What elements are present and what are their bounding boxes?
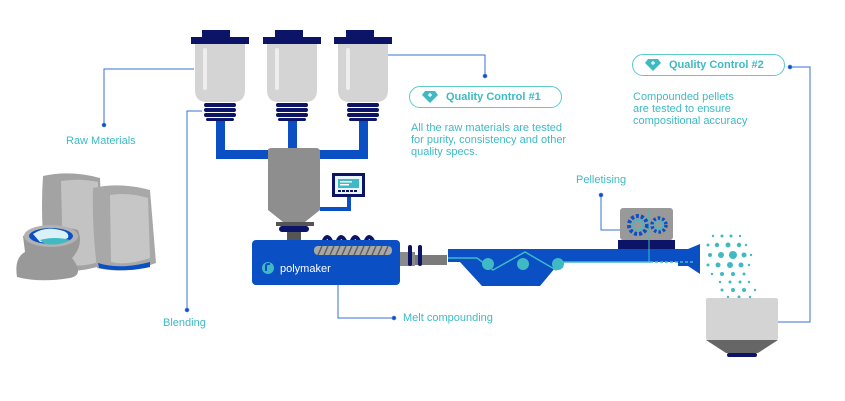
- label-pelletising: Pelletising: [576, 174, 627, 186]
- connector-melt: [337, 283, 397, 321]
- melt-extruder: polymaker: [252, 235, 447, 285]
- qc2-desc-line: Compounded pellets: [633, 91, 734, 103]
- hopper-2: [263, 30, 321, 151]
- connector-qc2: [778, 64, 811, 323]
- pellet: [729, 234, 733, 238]
- control-panel: [320, 173, 365, 211]
- quality-control-1-title: Quality Control #1: [446, 91, 541, 103]
- label-raw-materials: Raw Materials: [66, 135, 136, 147]
- qc1-desc-line: All the raw materials are tested: [411, 122, 563, 134]
- pellet: [738, 280, 742, 284]
- pellet: [718, 280, 722, 284]
- quality-control-1-badge: Quality Control #1: [409, 86, 562, 108]
- raw-material-sacks: [16, 173, 156, 281]
- pellet: [729, 251, 737, 259]
- pellet: [747, 263, 751, 267]
- pellet: [714, 242, 720, 248]
- pellet: [748, 295, 752, 299]
- pellets: [706, 234, 757, 299]
- pellet: [710, 272, 714, 276]
- cooling-conveyor: [448, 244, 700, 286]
- pelletiser: [618, 208, 675, 262]
- quality-control-1-description: All the raw materials are tested for pur…: [411, 122, 566, 158]
- connector-blending: [184, 110, 202, 313]
- qc2-desc-line: are tested to ensure: [633, 103, 731, 115]
- pellet: [720, 288, 724, 292]
- qc1-desc-line: for purity, consistency and other: [411, 134, 567, 146]
- label-blending: Blending: [163, 317, 206, 329]
- pellet: [726, 295, 730, 299]
- quality-control-2-badge: Quality Control #2: [632, 54, 785, 76]
- qc1-desc-line: quality specs.: [411, 146, 478, 158]
- quality-control-2-description: Compounded pellets are tested to ensure …: [633, 91, 747, 127]
- pellet: [731, 272, 735, 276]
- pellet: [747, 280, 751, 284]
- brand-name: polymaker: [280, 263, 331, 275]
- pellet: [706, 243, 710, 247]
- pellet: [718, 252, 724, 258]
- pellet: [720, 272, 724, 276]
- pellet: [742, 288, 746, 292]
- collection-bin: [706, 298, 778, 357]
- pellet: [738, 262, 744, 268]
- pellet: [708, 253, 712, 257]
- pellet: [753, 288, 757, 292]
- pellet: [738, 234, 742, 238]
- connector-qc1: [378, 54, 488, 79]
- pellet: [736, 242, 742, 248]
- pellet: [715, 262, 721, 268]
- diamond-icon: [422, 91, 438, 103]
- qc2-desc-line: compositional accuracy: [633, 115, 748, 127]
- pellet: [744, 243, 748, 247]
- quality-control-2-title: Quality Control #2: [669, 59, 764, 71]
- pellet: [706, 263, 710, 267]
- pellet: [737, 295, 741, 299]
- connector-raw-materials: [101, 68, 194, 128]
- label-melt-compounding: Melt compounding: [403, 312, 493, 324]
- pellet: [711, 234, 715, 238]
- pellet: [720, 234, 724, 238]
- feed-pipes: [216, 150, 368, 159]
- blender: [268, 148, 320, 240]
- hopper-1: [191, 30, 249, 156]
- pellet: [728, 280, 732, 284]
- pellet: [741, 252, 747, 258]
- pellet: [725, 242, 731, 248]
- hopper-3: [334, 30, 392, 156]
- pellet: [731, 288, 735, 292]
- diamond-icon: [645, 59, 661, 71]
- connector-pelletising: [598, 192, 621, 231]
- pellet: [742, 272, 746, 276]
- pellet: [727, 262, 733, 268]
- pellet: [749, 253, 753, 257]
